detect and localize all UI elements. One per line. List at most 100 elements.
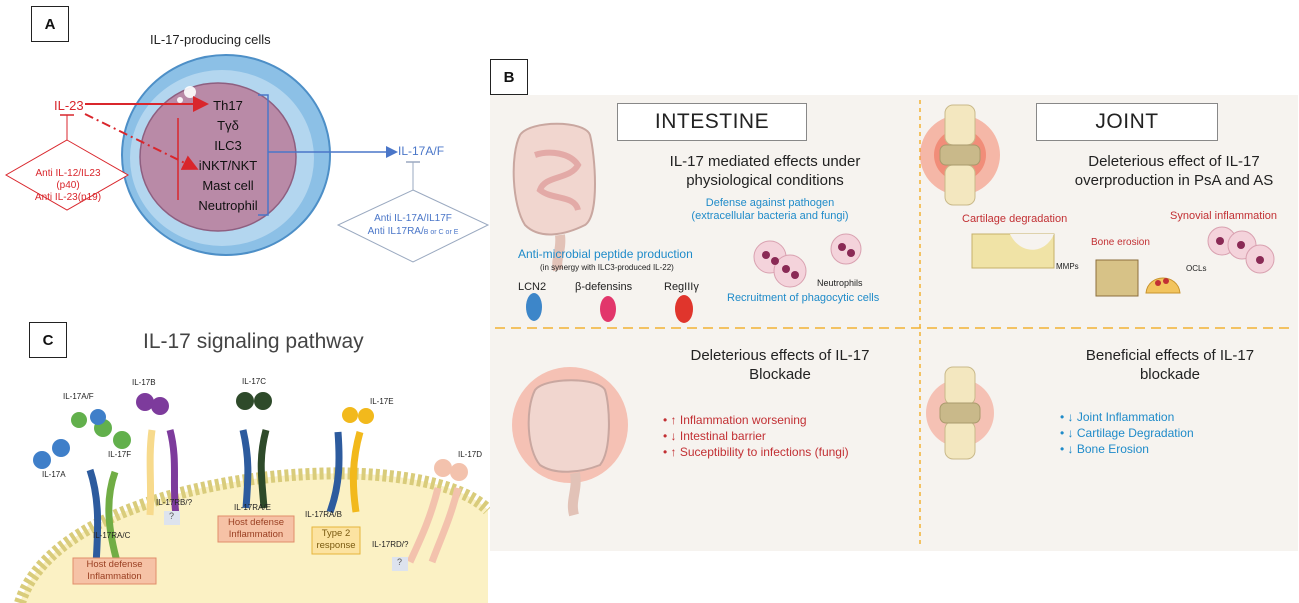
label-il17af: IL-17A/F	[63, 392, 94, 401]
cell-th17: Th17	[213, 98, 243, 113]
neutrophils-label: Neutrophils	[817, 278, 863, 288]
lcn2-icon	[526, 293, 542, 321]
anti-il17ra-sub: B or C or E	[423, 229, 459, 236]
ocls-label: OCLs	[1186, 264, 1207, 273]
intestine-title-line1: IL-17 mediated effects under	[669, 153, 861, 170]
il17c-ligand	[236, 392, 254, 410]
host-defense-box-1	[72, 557, 157, 585]
panel-a-diagram	[4, 54, 490, 263]
antimicrobial-text: Anti-microbial peptide production	[518, 247, 693, 261]
host-defense-label-2: Host defense Inflammation	[228, 517, 284, 540]
receptor-rd	[406, 487, 442, 564]
joint-header: JOINT	[1036, 103, 1218, 141]
blockade-deleterious-list: • ↑ Inflammation worsening • ↓ Intestina…	[663, 412, 849, 460]
producing-cells-title: IL-17-producing cells	[150, 32, 271, 47]
joint-icon-top	[920, 104, 1000, 206]
anti-il23-text: Anti IL-12/IL23 (p40) Anti IL-23(p19)	[27, 168, 109, 204]
anti-il23-diamond	[4, 139, 130, 211]
receptor-ra-c-a	[86, 468, 102, 566]
anti-il12-il23-p40: Anti IL-12/IL23 (p40)	[35, 168, 101, 191]
label-il17c: IL-17C	[242, 377, 267, 386]
label-il17a: IL-17A	[42, 470, 66, 479]
blockade-beneficial-line2: blockade	[1139, 366, 1201, 383]
intestine-icon-top	[512, 122, 596, 272]
anti-il17-diamond	[336, 189, 490, 263]
peptide-bdefensins: β-defensins	[575, 281, 633, 293]
il23-label: IL-23	[54, 98, 84, 113]
panel-c-label: C	[29, 322, 67, 358]
panel-a-label: A	[31, 6, 69, 42]
cell-inkt: iNKT/NKT	[198, 158, 258, 173]
peptide-reg3g: RegIIIγ	[664, 281, 699, 293]
mmps-label: MMPs	[1056, 262, 1079, 271]
neutrophils-icon	[753, 233, 862, 288]
intestine-title: IL-17 mediated effects under physiologic…	[640, 152, 890, 190]
il17b-ligand	[136, 393, 154, 411]
recruitment-text: Recruitment of phagocytic cells	[727, 292, 880, 304]
reg3g-icon	[675, 295, 693, 323]
cell-ilc3: ILC3	[214, 138, 242, 153]
label-il17f: IL-17F	[108, 450, 132, 459]
label-ra-b: IL-17RA/B	[305, 510, 342, 519]
il17a-ligand	[52, 439, 70, 457]
type2-label: Type 2 response	[316, 528, 356, 551]
signaling-pathway-title: IL-17 signaling pathway	[143, 330, 364, 353]
peptide-lcn2: LCN2	[518, 281, 547, 293]
anti-il17ra: Anti IL17RA/	[367, 226, 424, 237]
host-defense-box-2	[217, 515, 295, 543]
il17af-label: IL-17A/F	[398, 144, 445, 158]
beneficial-item: • ↓ Bone Erosion	[1060, 442, 1149, 456]
cell-nucleus	[139, 82, 297, 232]
panel-c-diagram	[14, 392, 490, 603]
receptor-ra-b-b	[349, 431, 364, 513]
il17e-ligand	[342, 407, 358, 423]
blockade-beneficial-line1: Beneficial effects of IL-17	[1085, 347, 1255, 364]
bone-erosion-label: Bone erosion	[1091, 237, 1150, 248]
cartilage-degradation-label: Cartilage degradation	[962, 213, 1068, 225]
blockade-beneficial-title: Beneficial effects of IL-17 blockade	[1050, 346, 1290, 384]
anti-il17-text: Anti IL-17A/IL17F Anti IL17RA/B or C or …	[360, 212, 466, 239]
type2-box	[311, 526, 361, 555]
anti-il17a-il17f: Anti IL-17A/IL17F	[374, 213, 452, 224]
receptor-ra-e-a	[239, 429, 252, 509]
joint-title-line2: overproduction in PsA and AS	[1074, 172, 1274, 189]
receptor-ra-c-c	[105, 470, 122, 566]
intestine-icon-bottom	[512, 367, 628, 517]
label-il17b: IL-17B	[132, 378, 156, 387]
intestine-title-line2: physiological conditions	[686, 172, 844, 189]
label-il17d: IL-17D	[458, 450, 483, 459]
panel-b-diagram	[495, 100, 1293, 545]
label-rd: IL-17RD/?	[372, 540, 409, 549]
cell-membrane	[14, 467, 490, 603]
cell-tgd: Tγδ	[217, 118, 239, 133]
anti-il23-p19: Anti IL-23(p19)	[34, 192, 102, 203]
host-defense-label-1: Host defense Inflammation	[86, 559, 143, 582]
receptor-ra-b-a	[326, 431, 343, 514]
defense-line1: Defense against pathogen	[705, 197, 835, 209]
blockade-deleterious-line2: Blockade	[749, 366, 811, 383]
unknown-mark-2: ?	[397, 557, 403, 567]
panel-b-background	[490, 95, 1298, 551]
blockade-beneficial-list: • ↓ Joint Inflammation • ↓ Cartilage Deg…	[1060, 409, 1194, 457]
label-il17e: IL-17E	[370, 397, 394, 406]
cell-neutrophil: Neutrophil	[198, 198, 258, 213]
unknown-box-1	[164, 511, 180, 525]
synovial-inflammation-label: Synovial inflammation	[1170, 210, 1277, 222]
defense-text: Defense against pathogen (extracellular …	[660, 197, 880, 223]
joint-title-line1: Deleterious effect of IL-17	[1088, 153, 1260, 170]
deleterious-item: • ↓ Intestinal barrier	[663, 429, 766, 443]
b-defensin-icon	[600, 296, 616, 322]
beneficial-item: • ↓ Cartilage Degradation	[1060, 426, 1194, 440]
joint-icon-bottom	[926, 366, 994, 460]
blockade-deleterious-title: Deleterious effects of IL-17 Blockade	[655, 346, 905, 384]
ocl-icon	[1145, 277, 1181, 294]
cell-mast: Mast cell	[202, 178, 254, 193]
joint-title: Deleterious effect of IL-17 overproducti…	[1064, 152, 1284, 190]
il23-inkt-arrow	[84, 113, 199, 170]
label-ra-e: IL-17RA/E	[234, 503, 271, 512]
receptor-rb	[166, 429, 180, 516]
unknown-box-2	[392, 557, 408, 571]
beneficial-item: • ↓ Joint Inflammation	[1060, 410, 1175, 424]
cell-type-list: Th17 Tγδ ILC3 iNKT/NKT Mast cell Neutrop…	[178, 96, 278, 216]
blockade-deleterious-line1: Deleterious effects of IL-17	[690, 347, 870, 364]
